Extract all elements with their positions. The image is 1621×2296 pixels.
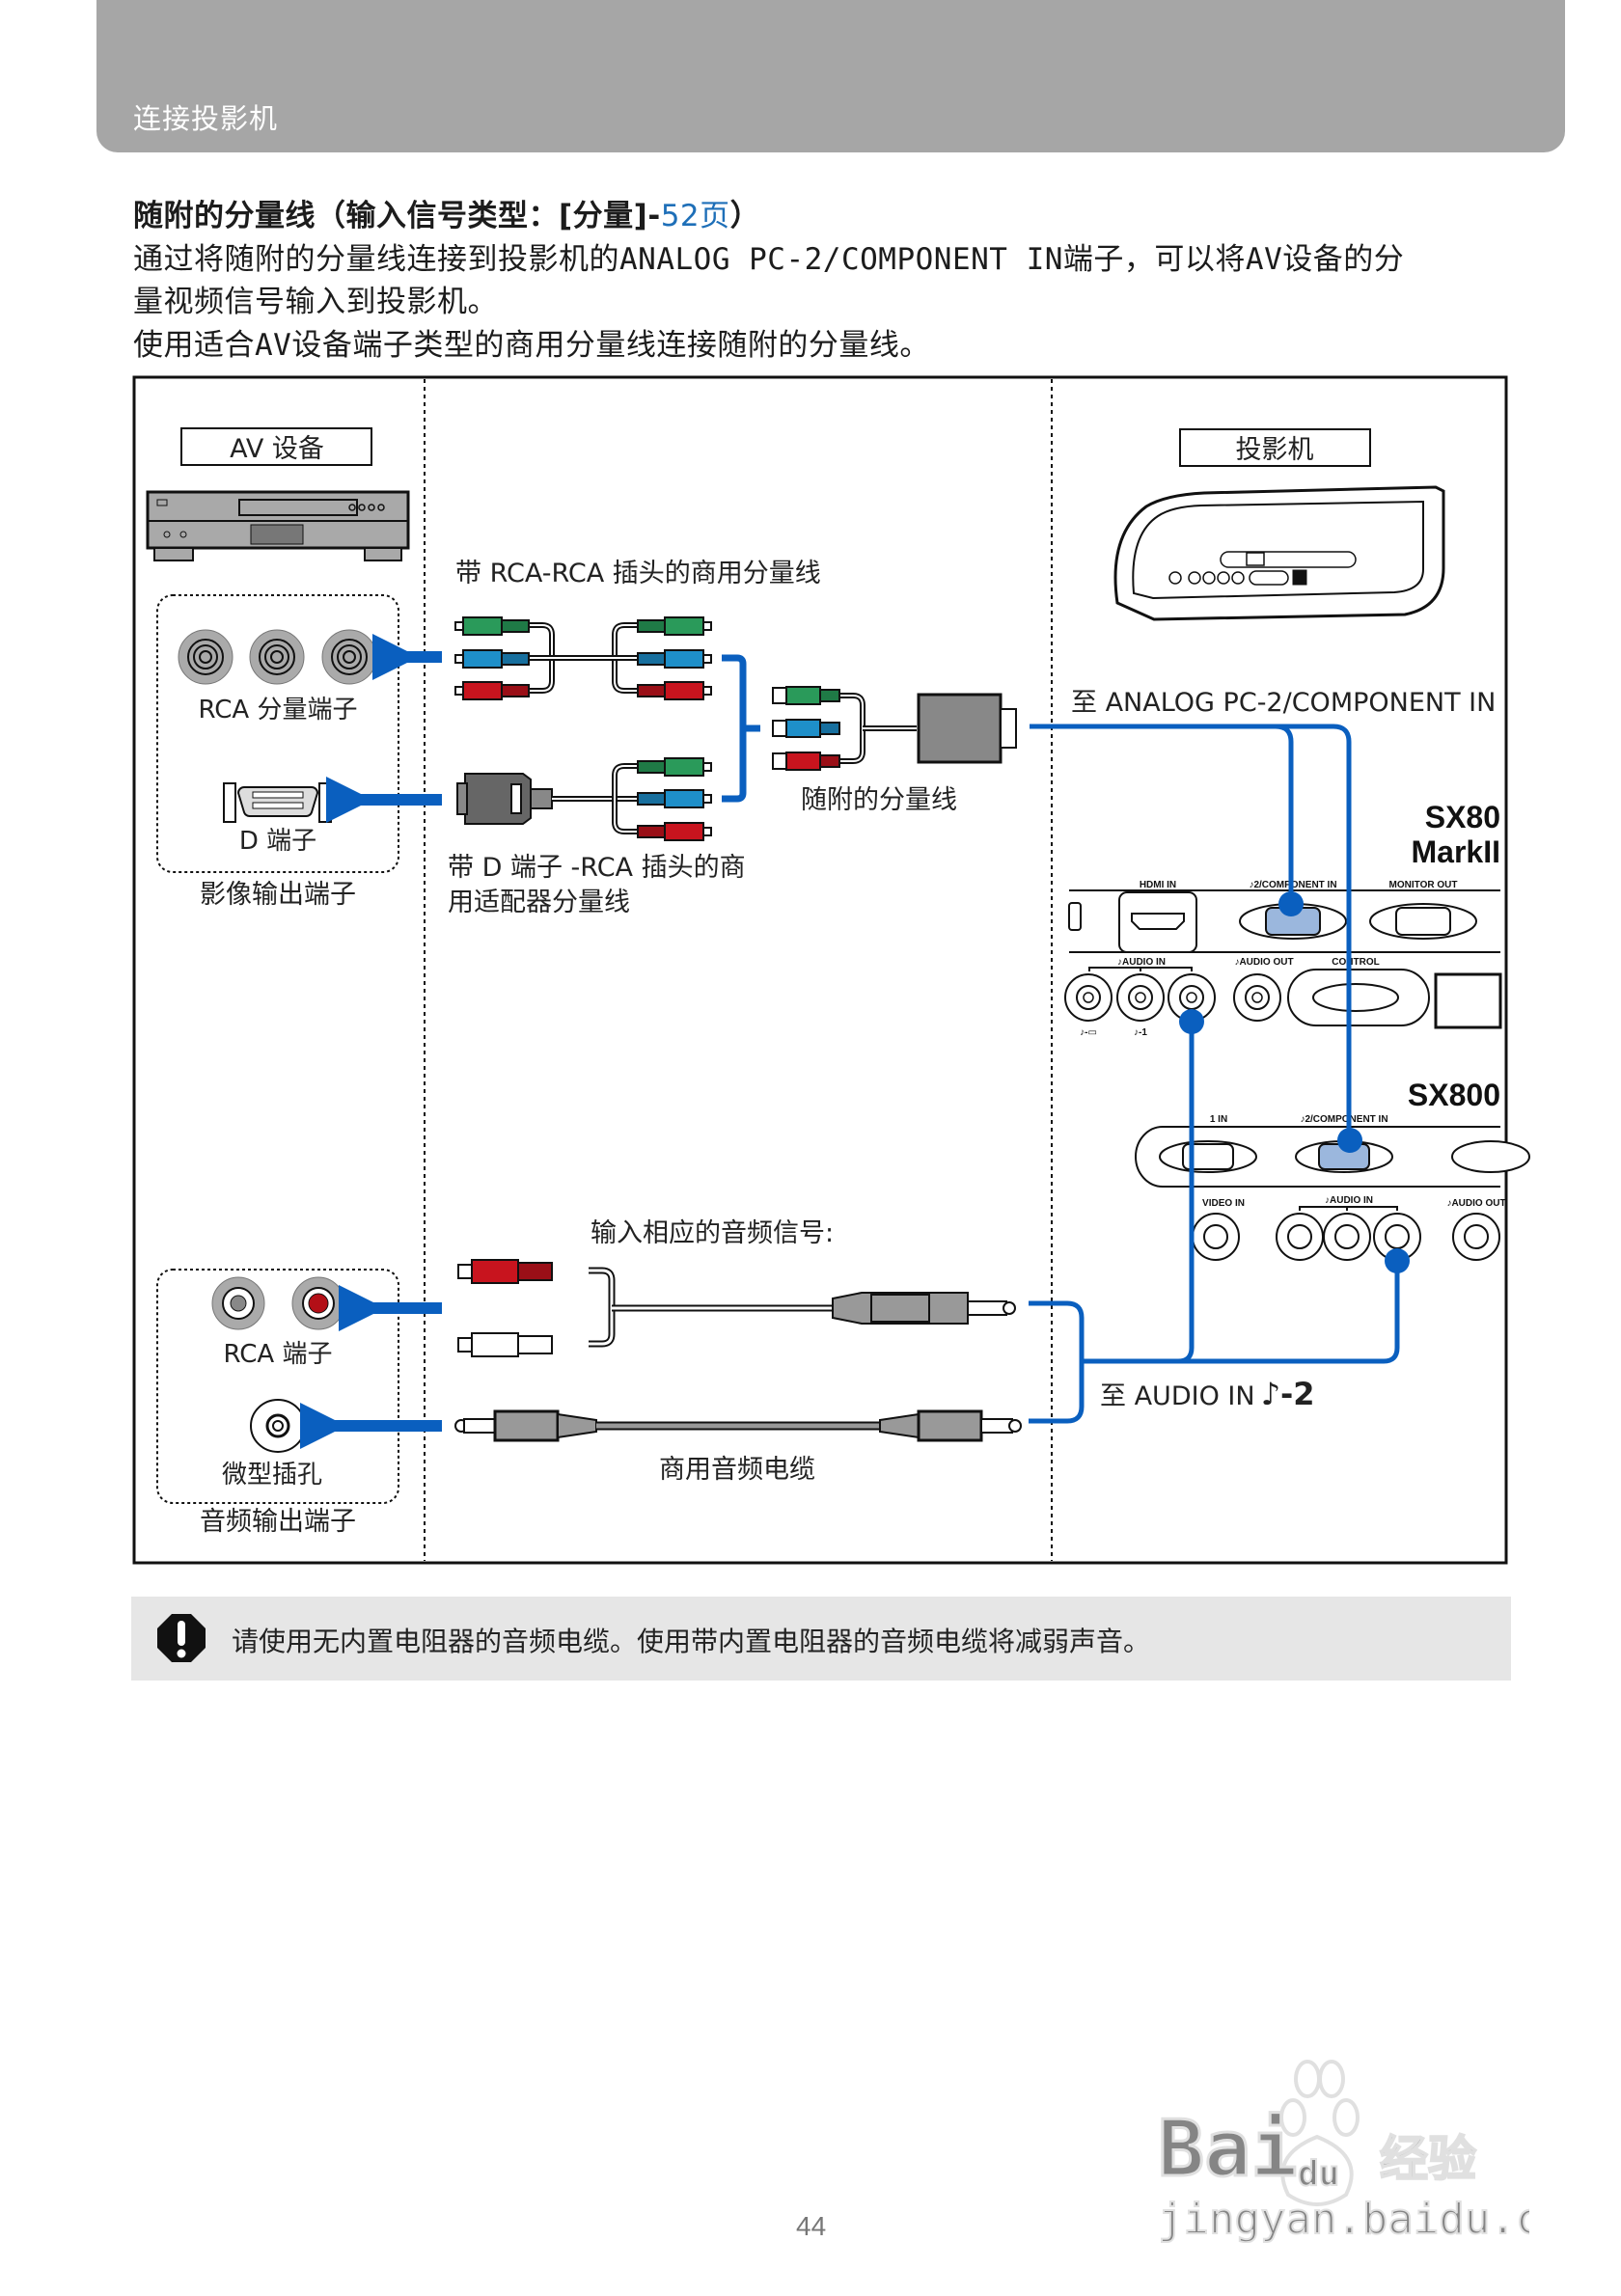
model-sx80-label: SX80 (1425, 800, 1500, 834)
rca-jack-red-icon (291, 1276, 345, 1330)
baidu-watermark-logo: Bai du 经验 jingyan.baidu.com (1157, 2060, 1529, 2243)
rca-jack-icon (321, 629, 377, 685)
video-output-group (156, 594, 399, 873)
heading-text: 随附的分量线（输入信号类型：[分量]- (133, 199, 661, 233)
rca-terminal-label: RCA 端子 (224, 1340, 333, 1369)
projector-icon (1113, 485, 1445, 621)
d-rca-cable-label-line1: 带 D 端子 -RCA 插头的商 (448, 853, 746, 883)
diagram-frame (132, 375, 1508, 1565)
to-analog-pc2-label: 至 ANALOG PC-2/COMPONENT IN (1071, 688, 1496, 718)
av-device-label: AV 设备 (230, 434, 324, 464)
audio-output-group (156, 1269, 399, 1504)
control-label: CONTROL (1332, 957, 1379, 968)
d-terminal-icon (223, 782, 332, 823)
rca-to-stereo-mini-cable-icon (457, 1259, 1016, 1357)
model-markii-label: MarkII (1412, 834, 1500, 869)
caution-icon (157, 1614, 206, 1662)
pc1-in-label: 1 IN (1210, 1114, 1227, 1125)
hdmi-in-label: HDMI IN (1140, 880, 1176, 890)
audio-in-label: ♪AUDIO IN (1117, 957, 1166, 968)
supplied-component-cable-label: 随附的分量线 (801, 785, 957, 815)
mini-jack-icon (250, 1399, 306, 1453)
connection-point-icon (1337, 1128, 1362, 1153)
page-reference-link[interactable]: 52页 (660, 199, 730, 233)
audio-jack-label: ♪-▭ (1080, 1027, 1097, 1038)
connection-point-icon (1385, 1248, 1410, 1273)
model-sx800-label: SX800 (1408, 1078, 1500, 1112)
projector-label: 投影机 (1236, 435, 1314, 465)
supplied-component-cable-icon (772, 686, 1017, 771)
chapter-header: 连接投影机 (96, 0, 1565, 152)
paragraph-line-2: 量视频信号输入到投影机。 (133, 285, 498, 319)
rca-jack-icon (178, 629, 234, 685)
audio-output-terminals-label: 音频输出端子 (200, 1507, 356, 1537)
audio-signal-prompt: 输入相应的音频信号: (591, 1218, 834, 1248)
rca-rca-cable-icon (454, 616, 712, 700)
projector-label-box: 投影机 (1179, 428, 1371, 467)
audio-in-label: ♪AUDIO IN (1325, 1195, 1373, 1206)
audio-connection-line (1029, 1022, 1400, 1424)
video-output-terminals-label: 影像输出端子 (200, 880, 356, 910)
svg-text:经验: 经验 (1380, 2131, 1476, 2187)
rca-jack-white-icon (211, 1276, 265, 1330)
d-rca-cable-icon (456, 757, 712, 841)
sx800-rear-panel (1135, 1126, 1530, 1261)
rca-audio-jacks (211, 1276, 345, 1330)
audio-out-label: ♪AUDIO OUT (1446, 1198, 1505, 1209)
page-number: 44 (796, 2211, 827, 2241)
paragraph-line-3: 使用适合AV设备端子类型的商用分量线连接随附的分量线。 (133, 328, 930, 363)
section-heading: 随附的分量线（输入信号类型：[分量]-52页） (133, 191, 760, 234)
commercial-audio-cable-label: 商用音频电缆 (659, 1455, 815, 1485)
rca-component-jacks (178, 629, 377, 685)
dvd-player-icon (146, 490, 410, 561)
watermark-url: jingyan.baidu.com (1158, 2195, 1529, 2243)
component-in-label: ♪2/COMPONENT IN (1300, 1114, 1387, 1125)
av-device-label-box: AV 设备 (180, 427, 372, 466)
connection-point-icon (1278, 891, 1304, 916)
monitor-out-label: MONITOR OUT (1389, 880, 1458, 890)
connection-bracket (722, 654, 760, 803)
rca-rca-cable-label: 带 RCA-RCA 插头的商用分量线 (455, 559, 821, 588)
video-in-label: VIDEO IN (1202, 1198, 1245, 1209)
audio-jack-label: ♪-1 (1134, 1027, 1147, 1038)
commercial-audio-cable-icon (454, 1409, 1022, 1442)
caution-text: 请使用无内置电阻器的音频电缆。使用带内置电阻器的音频电缆将减弱声音。 (232, 1626, 1151, 1657)
watermark-brand: Bai (1158, 2104, 1298, 2194)
rca-component-terminal-label: RCA 分量端子 (199, 696, 358, 724)
sx80-rear-panel (1064, 889, 1502, 1029)
to-audio-in-label: 至 AUDIO IN♪-2 (1100, 1376, 1315, 1412)
d-rca-cable-label-line2: 用适配器分量线 (448, 888, 630, 917)
caution-callout: 请使用无内置电阻器的音频电缆。使用带内置电阻器的音频电缆将减弱声音。 (131, 1597, 1511, 1681)
heading-suffix: ） (729, 199, 761, 233)
connection-point-icon (1179, 1009, 1204, 1034)
mini-jack-label: 微型插孔 (222, 1461, 322, 1490)
paragraph-line-1: 通过将随附的分量线连接到投影机的ANALOG PC-2/COMPONENT IN… (133, 242, 1405, 277)
chapter-title: 连接投影机 (133, 102, 279, 135)
audio-out-label: ♪AUDIO OUT (1234, 957, 1293, 968)
video-connection-line (1030, 724, 1352, 1140)
svg-text:du: du (1298, 2154, 1339, 2194)
rca-jack-icon (249, 629, 305, 685)
d-terminal-label: D 端子 (239, 827, 316, 856)
